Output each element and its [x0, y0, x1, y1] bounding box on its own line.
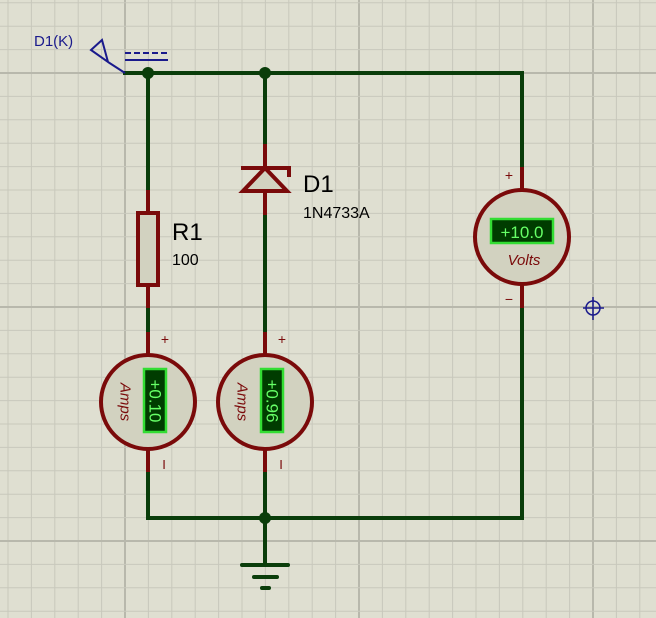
ammeter-unit: Amps [234, 382, 251, 422]
diode-cathode-bar [241, 166, 291, 177]
wire-bottom[interactable] [146, 470, 524, 520]
zener-diode-d1[interactable]: D1 1N4733A [238, 144, 370, 222]
probe-icon [89, 38, 126, 74]
voltmeter-display [489, 217, 555, 245]
resistor-body [136, 211, 160, 287]
ammeter-reading: +0.10 [146, 379, 165, 422]
ammeter-plus-sign: + [278, 331, 286, 347]
resistor-r1[interactable]: R1 100 [136, 190, 203, 308]
wire-top[interactable] [123, 71, 524, 169]
diode-part: 1N4733A [303, 205, 370, 222]
ground-symbol[interactable] [240, 563, 290, 590]
resistor-ref: R1 [172, 219, 203, 246]
junction-dot [259, 67, 271, 79]
ammeter-display [142, 367, 168, 434]
voltmeter-minus-sign: − [505, 291, 513, 307]
wires [123, 71, 524, 567]
resistor-value: 100 [172, 252, 199, 269]
junctions [142, 67, 271, 524]
crosshair-cursor-icon [583, 297, 604, 320]
ammeter-d1[interactable]: +0.96 Amps + I [216, 331, 314, 472]
diode-triangle [238, 165, 292, 193]
ammeter-display [259, 367, 285, 434]
ammeter-r1[interactable]: +0.10 Amps + I [99, 331, 197, 472]
ammeter-minus-sign: I [162, 457, 166, 472]
probe-label: D1(K) [34, 33, 73, 50]
diode-ref: D1 [303, 171, 334, 198]
ammeter-minus-sign: I [279, 457, 283, 472]
voltage-probe[interactable]: D1(K) [34, 33, 168, 74]
junction-dot [259, 512, 271, 524]
ammeter-reading: +0.96 [263, 379, 282, 422]
voltmeter-reading: +10.0 [500, 223, 543, 242]
voltmeter[interactable]: +10.0 Volts + − [473, 167, 571, 308]
ammeter-plus-sign: + [161, 331, 169, 347]
voltmeter-unit: Volts [508, 252, 541, 269]
ammeter-unit: Amps [117, 382, 134, 422]
voltmeter-plus-sign: + [505, 167, 513, 183]
junction-dot [142, 67, 154, 79]
